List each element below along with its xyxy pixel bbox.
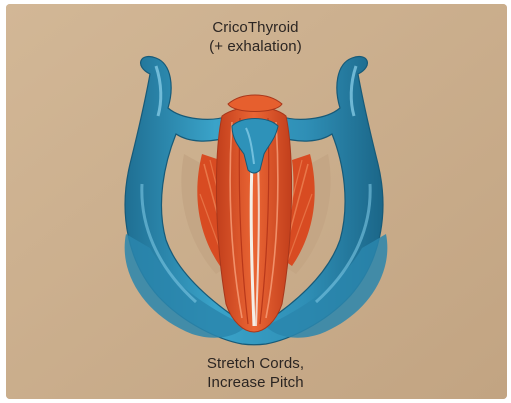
bottom-label: Stretch Cords, Increase Pitch	[0, 354, 511, 392]
larynx-illustration	[6, 4, 507, 399]
muscle-name-label: CricoThyroid	[0, 18, 511, 37]
effect-label-line2: Increase Pitch	[0, 373, 511, 392]
illustration-panel	[6, 4, 507, 399]
top-label: CricoThyroid (+ exhalation)	[0, 18, 511, 56]
effect-label-line1: Stretch Cords,	[0, 354, 511, 373]
function-note-label: (+ exhalation)	[0, 37, 511, 56]
